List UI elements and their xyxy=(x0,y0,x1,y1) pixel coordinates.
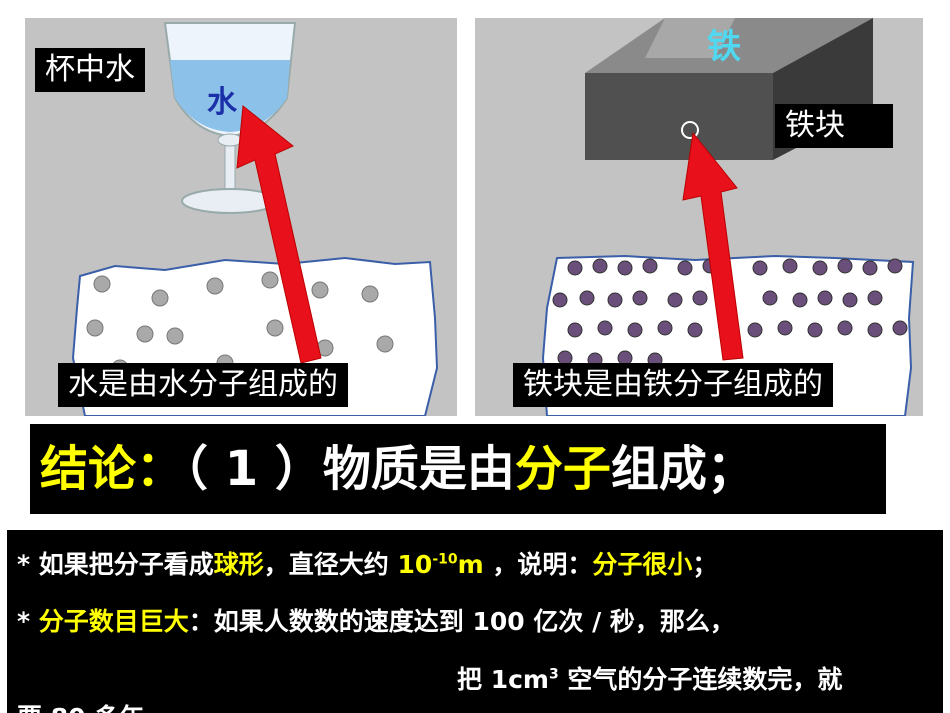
iron-molecules xyxy=(552,258,908,368)
note1-c: ，直径大约 xyxy=(263,550,398,579)
note1-h: ； xyxy=(692,550,718,579)
note-line-3: 把 1cm3 空气的分子连续数完，就 xyxy=(457,660,842,696)
label-iron-block: 铁块 xyxy=(775,104,893,148)
conclusion-middle: （ 1 ）物质是由 xyxy=(184,441,515,497)
note3-sup: 3 xyxy=(548,666,559,683)
conclusion-highlight: 分子 xyxy=(514,441,611,497)
note2-huge: 分子数目巨大 xyxy=(38,607,189,636)
iron-panel: 铁 铁块 铁块是由铁分子组成的 xyxy=(475,18,923,416)
caption-water: 水是由水分子组成的 xyxy=(58,363,348,407)
notes-box: * 如果把分子看成球形，直径大约 10-10m ，说明：分子很小； * 分子数目… xyxy=(7,530,943,713)
block-text: 铁 xyxy=(707,27,741,67)
note-line-2: * 分子数目巨大：如果人数数的速度达到 100 亿次 / 秒，那么， xyxy=(17,602,735,638)
note2-c: ：如果人数数的速度达到 100 亿次 / 秒，那么， xyxy=(188,607,735,636)
conclusion-suffix: 组成； xyxy=(610,441,755,497)
note1-diameter: 10-10m xyxy=(398,550,484,579)
note-line-1: * 如果把分子看成球形，直径大约 10-10m ，说明：分子很小； xyxy=(17,545,717,581)
note2-a: * xyxy=(17,607,39,636)
note1-d-sup: -10 xyxy=(432,551,458,568)
note1-f: ，说明： xyxy=(483,550,593,579)
label-cup-water: 杯中水 xyxy=(35,48,145,92)
note1-a: * 如果把分子看成 xyxy=(17,550,214,579)
note1-sphere: 球形 xyxy=(213,550,264,579)
glass-text: 水 xyxy=(207,85,238,120)
iron-block-top xyxy=(585,18,873,73)
caption-iron: 铁块是由铁分子组成的 xyxy=(513,363,833,407)
note1-d: 10 xyxy=(397,550,433,579)
glass-water xyxy=(170,60,290,132)
iron-block-front xyxy=(585,73,773,160)
note-line-4: 要 80 多年 xyxy=(17,698,144,713)
note1-small: 分子很小 xyxy=(592,550,693,579)
note1-e: m xyxy=(457,550,484,579)
iron-arrow xyxy=(682,131,744,361)
note3-b: 空气的分子连续数完，就 xyxy=(558,665,843,694)
note3-a: 把 1cm xyxy=(457,665,549,694)
conclusion-prefix: 结论： xyxy=(40,441,185,497)
water-arrow xyxy=(236,105,322,364)
water-panel: 水 杯中水 水是由水分子组成的 xyxy=(25,18,457,416)
iron-illustration: 铁 xyxy=(541,18,915,416)
conclusion-banner: 结论：（ 1 ）物质是由分子组成； xyxy=(30,424,886,514)
